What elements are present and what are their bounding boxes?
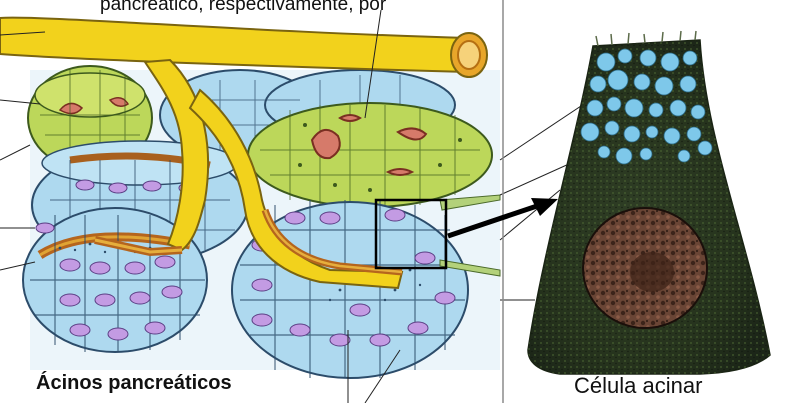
- green-acinus-front: [248, 103, 492, 207]
- top-caption: pancreático, respectivamente, por: [100, 0, 386, 16]
- acinar-cell-caption: Célula acinar: [574, 373, 702, 399]
- acini-caption: Ácinos pancreáticos: [36, 372, 232, 395]
